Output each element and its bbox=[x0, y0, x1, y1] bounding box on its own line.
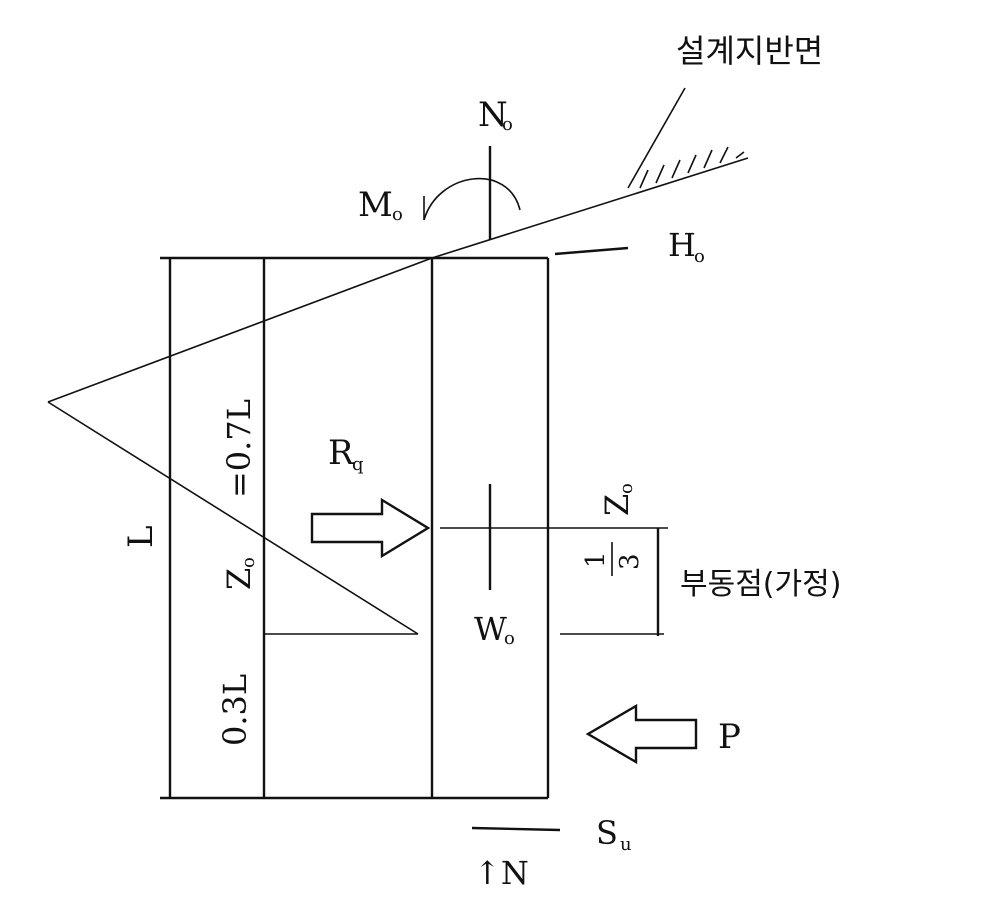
axial-load-label: N bbox=[478, 95, 508, 135]
ground-label-leader bbox=[627, 87, 686, 189]
shear-label: S bbox=[596, 814, 618, 852]
z-left-label: Z o =0.7L bbox=[220, 399, 259, 590]
length-label: L bbox=[121, 525, 161, 548]
resistance-arrow bbox=[310, 497, 431, 559]
weight-label: W bbox=[474, 610, 507, 648]
bottom-n-label: ↑N bbox=[474, 854, 529, 892]
fraction-denominator: 3 bbox=[615, 553, 645, 570]
moment-label: M bbox=[358, 185, 393, 225]
moment-arc bbox=[423, 177, 521, 221]
shear-arrow bbox=[471, 826, 561, 832]
z-left-equation: =0.7L bbox=[220, 399, 258, 498]
moment-subscript: o bbox=[392, 204, 403, 225]
horizontal-load-label: H bbox=[668, 226, 696, 264]
horizontal-load-arrow bbox=[554, 246, 629, 256]
earth-pressure-triangle bbox=[47, 257, 433, 635]
force-p-label: P bbox=[718, 717, 741, 757]
passive-force-arrow bbox=[585, 703, 698, 765]
ground-surface-label: 설계지반면 bbox=[676, 32, 823, 70]
z-left-subscript: o bbox=[238, 557, 259, 568]
z-upper-subscript: o bbox=[616, 483, 637, 494]
axial-load-subscript: o bbox=[502, 114, 513, 135]
resistance-subscript: q bbox=[352, 454, 364, 475]
fraction-label: 1 3 bbox=[581, 542, 645, 576]
lower-part-label: 0.3L bbox=[216, 674, 254, 746]
sloped-ground-surface bbox=[431, 146, 749, 259]
fixed-point-label: 부동점(가정) bbox=[680, 567, 841, 602]
weight-subscript: o bbox=[504, 628, 515, 649]
shear-subscript: u bbox=[620, 834, 632, 855]
z-left-main: Z bbox=[220, 568, 258, 590]
fraction-numerator: 1 bbox=[581, 551, 611, 568]
z-upper-label: Z bbox=[598, 494, 636, 516]
horizontal-load-subscript: o bbox=[694, 246, 705, 267]
resistance-label: R bbox=[328, 433, 355, 473]
